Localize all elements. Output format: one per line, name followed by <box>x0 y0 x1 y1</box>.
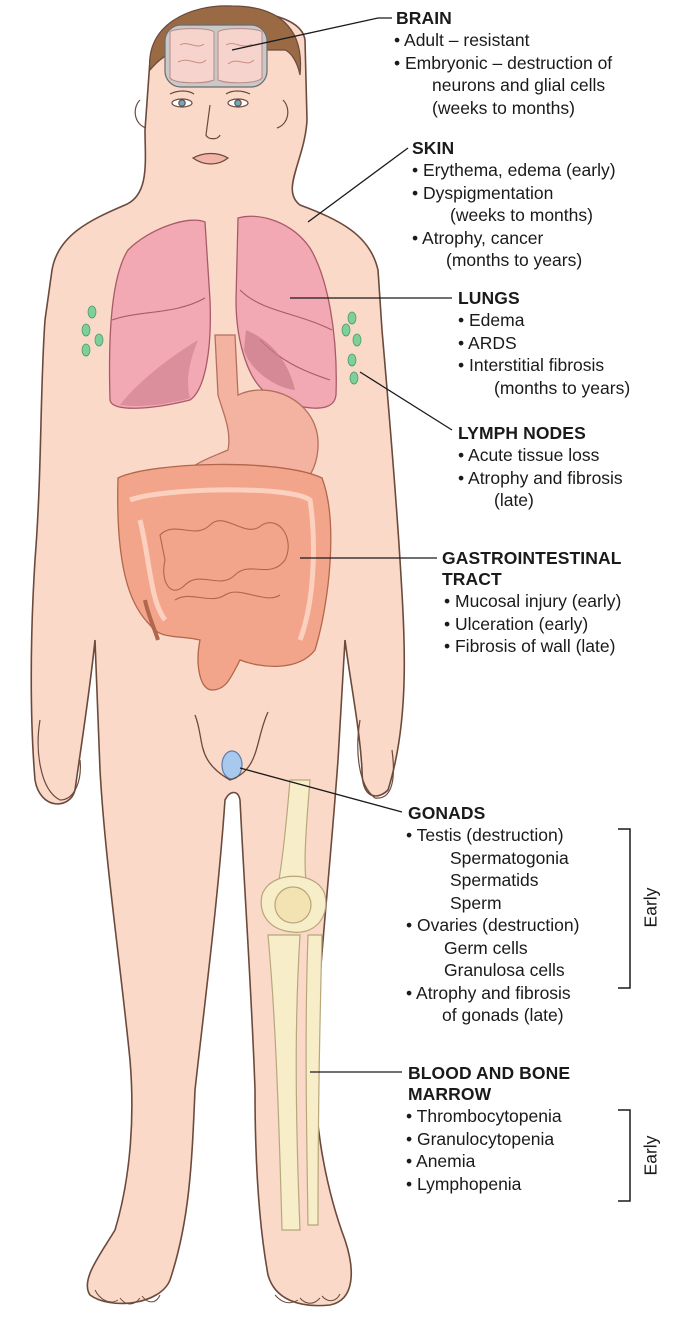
blood-item: • Granulocytopenia <box>406 1128 638 1151</box>
gi-item: • Mucosal injury (early) <box>444 590 672 613</box>
lymph-item: • Acute tissue loss <box>458 444 672 467</box>
blood-early-label: Early <box>641 1136 662 1176</box>
brain-item: • Embryonic – destruction of <box>394 52 671 75</box>
lungs-title: LUNGS <box>458 288 672 309</box>
gonads-subitem: Germ cells <box>444 937 628 960</box>
skin-title: SKIN <box>412 138 672 159</box>
gonads-subitem: Spermatids <box>450 869 628 892</box>
brain-item-continued: neurons and glial cells <box>432 74 671 97</box>
skin-item: • Atrophy, cancer <box>412 227 672 250</box>
gonads-subitem: Spermatogonia <box>450 847 628 870</box>
skin-item: • Erythema, edema (early) <box>412 159 672 182</box>
lymph-nodes-label: LYMPH NODES • Acute tissue loss • Atroph… <box>458 423 672 512</box>
brain <box>165 25 267 87</box>
blood-item: • Lymphopenia <box>406 1173 638 1196</box>
gonads-item: • Testis (destruction) <box>406 824 628 847</box>
brain-item: • Adult – resistant <box>394 29 671 52</box>
gonad <box>222 751 242 779</box>
lungs-item: • Interstitial fibrosis <box>458 354 672 377</box>
blood-marrow-title: MARROW <box>408 1084 638 1105</box>
gonads-subitem: Sperm <box>450 892 628 915</box>
blood-item: • Thrombocytopenia <box>406 1105 638 1128</box>
blood-item: • Anemia <box>406 1150 638 1173</box>
lymph-nodes-title: LYMPH NODES <box>458 423 672 444</box>
skin-label: SKIN • Erythema, edema (early) • Dyspigm… <box>412 138 672 272</box>
lungs-label: LUNGS • Edema • ARDS • Interstitial fibr… <box>458 288 672 399</box>
skin-item: • Dyspigmentation <box>412 182 672 205</box>
skin-item-continued: (weeks to months) <box>450 204 672 227</box>
lymph-item: • Atrophy and fibrosis <box>458 467 672 490</box>
blood-marrow-title: BLOOD AND BONE <box>408 1063 638 1084</box>
gonads-item-continued: of gonads (late) <box>442 1004 628 1027</box>
gonads-early-label: Early <box>641 888 662 928</box>
gonads-title: GONADS <box>408 803 628 824</box>
skin-item-continued: (months to years) <box>446 249 672 272</box>
gonads-item: • Ovaries (destruction) <box>406 914 628 937</box>
lungs-item-continued: (months to years) <box>494 377 672 400</box>
brain-label: BRAIN • Adult – resistant • Embryonic – … <box>396 8 671 119</box>
gi-item: • Ulceration (early) <box>444 613 672 636</box>
brain-title: BRAIN <box>396 8 671 29</box>
gi-item: • Fibrosis of wall (late) <box>444 635 672 658</box>
gi-tract-title: GASTROINTESTINAL <box>442 548 672 569</box>
lymph-item-continued: (late) <box>494 489 672 512</box>
gonads-item: • Atrophy and fibrosis <box>406 982 628 1005</box>
gi-tract-title: TRACT <box>442 569 672 590</box>
gi-tract-label: GASTROINTESTINAL TRACT • Mucosal injury … <box>442 548 672 658</box>
gonads-label: GONADS • Testis (destruction) Spermatogo… <box>408 803 628 1027</box>
lungs-item: • ARDS <box>458 332 672 355</box>
brain-item-continued: (weeks to months) <box>432 97 671 120</box>
gonads-subitem: Granulosa cells <box>444 959 628 982</box>
lungs-item: • Edema <box>458 309 672 332</box>
blood-marrow-label: BLOOD AND BONE MARROW • Thrombocytopenia… <box>408 1063 638 1195</box>
